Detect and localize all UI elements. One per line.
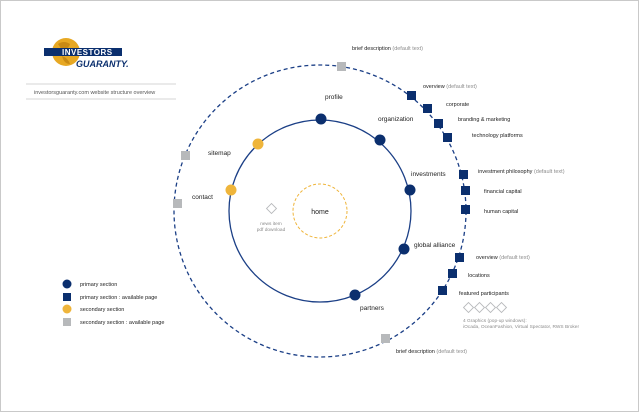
technology-square[interactable] (443, 133, 452, 142)
partners-node[interactable] (349, 289, 361, 301)
featured-participants-label: featured participants (459, 291, 509, 297)
global-alliance-label: global alliance (414, 242, 456, 249)
graphic-diamond-1[interactable] (462, 301, 475, 314)
human-capital-label: human capital (484, 209, 518, 215)
sitemap-label: sitemap (208, 150, 231, 157)
investment-philosophy-square[interactable] (459, 170, 468, 179)
branding-label: branding & marketing (458, 117, 510, 123)
partners-label: partners (360, 305, 385, 312)
overview-org-square[interactable] (407, 91, 416, 100)
home-label[interactable]: home (311, 209, 329, 216)
graphic-diamond-2[interactable] (473, 301, 486, 314)
logo-line1: INVESTORS (62, 48, 113, 57)
news-item-label: news item (260, 221, 282, 227)
diagram-subtitle: investorsguaranty.com website structure … (34, 90, 155, 96)
legend-secondary-circle (62, 304, 72, 314)
investments-node[interactable] (404, 184, 416, 196)
legend: primary section primary section : availa… (62, 279, 164, 326)
logo-line2: GUARANTY. (76, 59, 129, 69)
legend-primary-label: primary section (80, 282, 117, 288)
global-alliance-node[interactable] (398, 243, 410, 255)
graphics-note-line2: iOcada, OceanFashion, Virtual Spectator,… (463, 324, 579, 330)
organization-label: organization (378, 116, 414, 123)
news-item-diamond[interactable] (265, 202, 278, 215)
contact-label: contact (192, 194, 213, 201)
locations-label: locations (468, 273, 490, 279)
profile-label: profile (325, 94, 343, 101)
profile-node[interactable] (315, 113, 327, 125)
technology-label: technology platforms (472, 133, 523, 139)
logo-bar (44, 48, 122, 56)
graphic-diamond-3[interactable] (484, 301, 497, 314)
overview-org-label: overview (default text) (423, 84, 477, 90)
investors-guaranty-logo[interactable]: INVESTORS GUARANTY. (44, 38, 129, 69)
contact-page-square[interactable] (173, 199, 182, 208)
overview-global-label: overview (default text) (476, 255, 530, 261)
brief-bottom-label: brief description (default text) (396, 349, 467, 355)
legend-primary-circle (62, 279, 72, 289)
financial-capital-label: financial capital (484, 189, 522, 195)
overview-global-square[interactable] (455, 253, 464, 262)
legend-secondary-page-label: secondary section : available page (80, 320, 164, 326)
graphics-note-line1: 4 Graphics (pop-up windows): (463, 318, 527, 324)
graphic-diamond-4[interactable] (495, 301, 508, 314)
organization-node[interactable] (374, 134, 386, 146)
brief-top-label: brief description (default text) (352, 46, 423, 52)
globe-continents-icon (58, 42, 70, 64)
legend-primary-square (63, 293, 71, 301)
sitemap-page-square[interactable] (181, 151, 190, 160)
branding-square[interactable] (434, 119, 443, 128)
brief-top-page-square[interactable] (337, 62, 346, 71)
corporate-square[interactable] (423, 104, 432, 113)
graphics-diamonds (462, 301, 508, 314)
featured-participants-square[interactable] (438, 286, 447, 295)
financial-capital-square[interactable] (461, 186, 470, 195)
sitemap-node[interactable] (252, 138, 264, 150)
legend-secondary-label: secondary section (80, 307, 124, 313)
legend-primary-page-label: primary section : available page (80, 295, 157, 301)
contact-node[interactable] (225, 184, 237, 196)
corporate-label: corporate (446, 102, 469, 108)
locations-square[interactable] (448, 269, 457, 278)
investment-philosophy-label: investment philosophy (default text) (478, 169, 565, 175)
human-capital-square[interactable] (461, 205, 470, 214)
investments-label: investments (411, 171, 446, 178)
home-ring (292, 183, 348, 239)
brief-bottom-page-square[interactable] (381, 334, 390, 343)
pdf-download-label: pdf download (257, 227, 286, 233)
legend-secondary-square (63, 318, 71, 326)
